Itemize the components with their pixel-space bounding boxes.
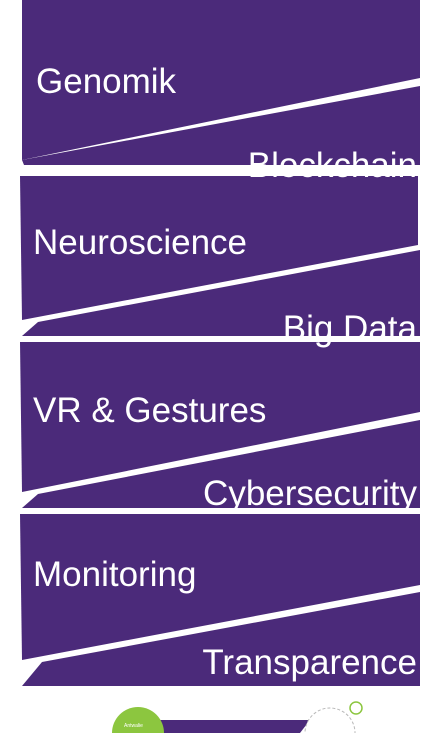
band-7 xyxy=(20,514,420,660)
bottom-badges: Antwalie xyxy=(112,701,363,733)
band-1 xyxy=(22,0,420,160)
band-8 xyxy=(22,592,420,686)
band-6 xyxy=(22,420,420,508)
label-blockchain: Blockchain xyxy=(247,146,417,185)
badge-connector-bar xyxy=(150,720,310,733)
badge-right-outline xyxy=(304,707,356,733)
label-vr-gestures: VR & Gestures xyxy=(33,391,267,430)
band-2 xyxy=(22,86,420,165)
badge-left-green xyxy=(112,707,164,733)
label-big-data: Big Data xyxy=(282,309,417,348)
label-genomik: Genomik xyxy=(36,62,177,101)
badge-left-label: Antwalie xyxy=(124,723,143,729)
label-monitoring: Monitoring xyxy=(33,555,197,594)
label-neuroscience: Neuroscience xyxy=(33,223,247,262)
band-4 xyxy=(22,250,420,336)
band-5 xyxy=(20,342,420,492)
label-transparence: Transparence xyxy=(202,643,417,682)
label-cybersecurity: Cybersecurity xyxy=(203,474,417,513)
zigzag-bands xyxy=(20,0,420,686)
document-icon xyxy=(349,701,363,715)
band-3 xyxy=(20,176,418,320)
